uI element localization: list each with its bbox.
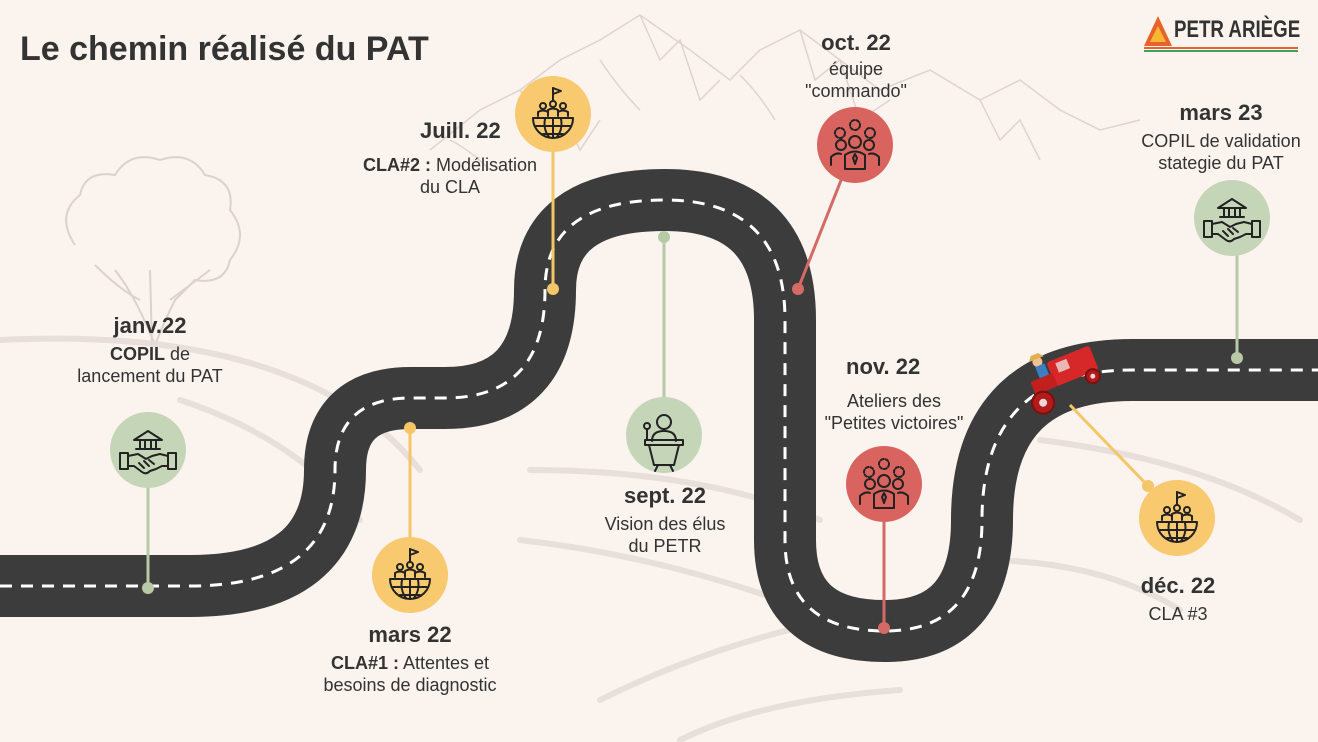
milestone-description: CLA#1 : Attentes et besoins de diagnosti… bbox=[323, 653, 497, 695]
milestone-date: mars 23 bbox=[1179, 100, 1263, 125]
icon-circle-oct22 bbox=[817, 107, 893, 183]
road-dot-sept22 bbox=[658, 231, 670, 243]
icon-circle-sept22 bbox=[626, 397, 702, 473]
milestone-description: Ateliers des "Petites victoires" bbox=[824, 391, 964, 433]
icon-circle-juill22 bbox=[515, 76, 591, 152]
icon-circle-mars23 bbox=[1194, 180, 1270, 256]
connector-dec22 bbox=[1068, 403, 1150, 488]
icon-circle-dec22 bbox=[1139, 480, 1215, 556]
milestone-description: COPIL de validation stategie du PAT bbox=[1141, 131, 1301, 173]
milestone-bold-label: COPIL bbox=[109, 344, 165, 364]
road-dot-janv22 bbox=[142, 582, 154, 594]
milestone-description: COPIL de lancement du PAT bbox=[77, 344, 223, 386]
logo-text: PETR ARIÈGE bbox=[1174, 16, 1301, 43]
milestone-oct22: oct. 22 équipe "commando" bbox=[756, 30, 956, 102]
logo-underline-green bbox=[1144, 50, 1298, 52]
milestone-description: Vision des élus du PETR bbox=[604, 514, 726, 556]
milestone-dec22: déc. 22 CLA #3 bbox=[1098, 573, 1258, 625]
milestone-nov22: nov. 22 Ateliers des "Petites victoires" bbox=[794, 354, 994, 434]
logo-underline-orange bbox=[1144, 47, 1298, 49]
milestone-date: déc. 22 bbox=[1140, 573, 1216, 598]
milestone-date: oct. 22 bbox=[821, 30, 891, 55]
road-dot-mars22 bbox=[404, 422, 416, 434]
milestone-date: nov. 22 bbox=[846, 354, 921, 379]
road-dot-dec22 bbox=[1142, 480, 1154, 492]
milestone-date: janv.22 bbox=[113, 313, 187, 338]
road-dot-oct22 bbox=[792, 283, 804, 295]
milestone-date: sept. 22 bbox=[624, 483, 706, 508]
logo: PETR ARIÈGE bbox=[1142, 12, 1302, 54]
milestone-description: équipe "commando" bbox=[805, 59, 907, 101]
milestone-juill22: Juill. 22 CLA#2 : Modélisation du CLA bbox=[320, 118, 580, 198]
tractor-icon bbox=[1028, 346, 1101, 415]
icon-circle-nov22 bbox=[846, 446, 922, 522]
road-dot-nov22 bbox=[878, 622, 890, 634]
milestone-janv22: janv.22 COPIL de lancement du PAT bbox=[20, 313, 280, 387]
milestone-date: mars 22 bbox=[368, 622, 452, 647]
logo-triangle-icon bbox=[1144, 16, 1172, 46]
milestone-date: Juill. 22 bbox=[420, 118, 501, 143]
page-title: Le chemin réalisé du PAT bbox=[20, 30, 429, 68]
milestone-bold-label: CLA#2 : bbox=[362, 155, 431, 175]
road-dot-mars23 bbox=[1231, 352, 1243, 364]
road-center-dashes bbox=[0, 198, 1318, 633]
milestone-description: CLA #3 bbox=[1148, 604, 1208, 624]
milestone-sept22: sept. 22 Vision des élus du PETR bbox=[555, 483, 775, 557]
milestone-bold-label: CLA#1 : bbox=[330, 653, 399, 673]
tree-sketch bbox=[65, 156, 241, 346]
road-dot-juill22 bbox=[547, 283, 559, 295]
icon-circle-janv22 bbox=[110, 412, 186, 488]
milestone-mars22: mars 22 CLA#1 : Attentes et besoins de d… bbox=[280, 622, 540, 696]
icon-circle-mars22 bbox=[372, 537, 448, 613]
milestone-description: CLA#2 : Modélisation du CLA bbox=[362, 155, 538, 197]
milestone-mars23: mars 23 COPIL de validation stategie du … bbox=[1128, 100, 1314, 174]
